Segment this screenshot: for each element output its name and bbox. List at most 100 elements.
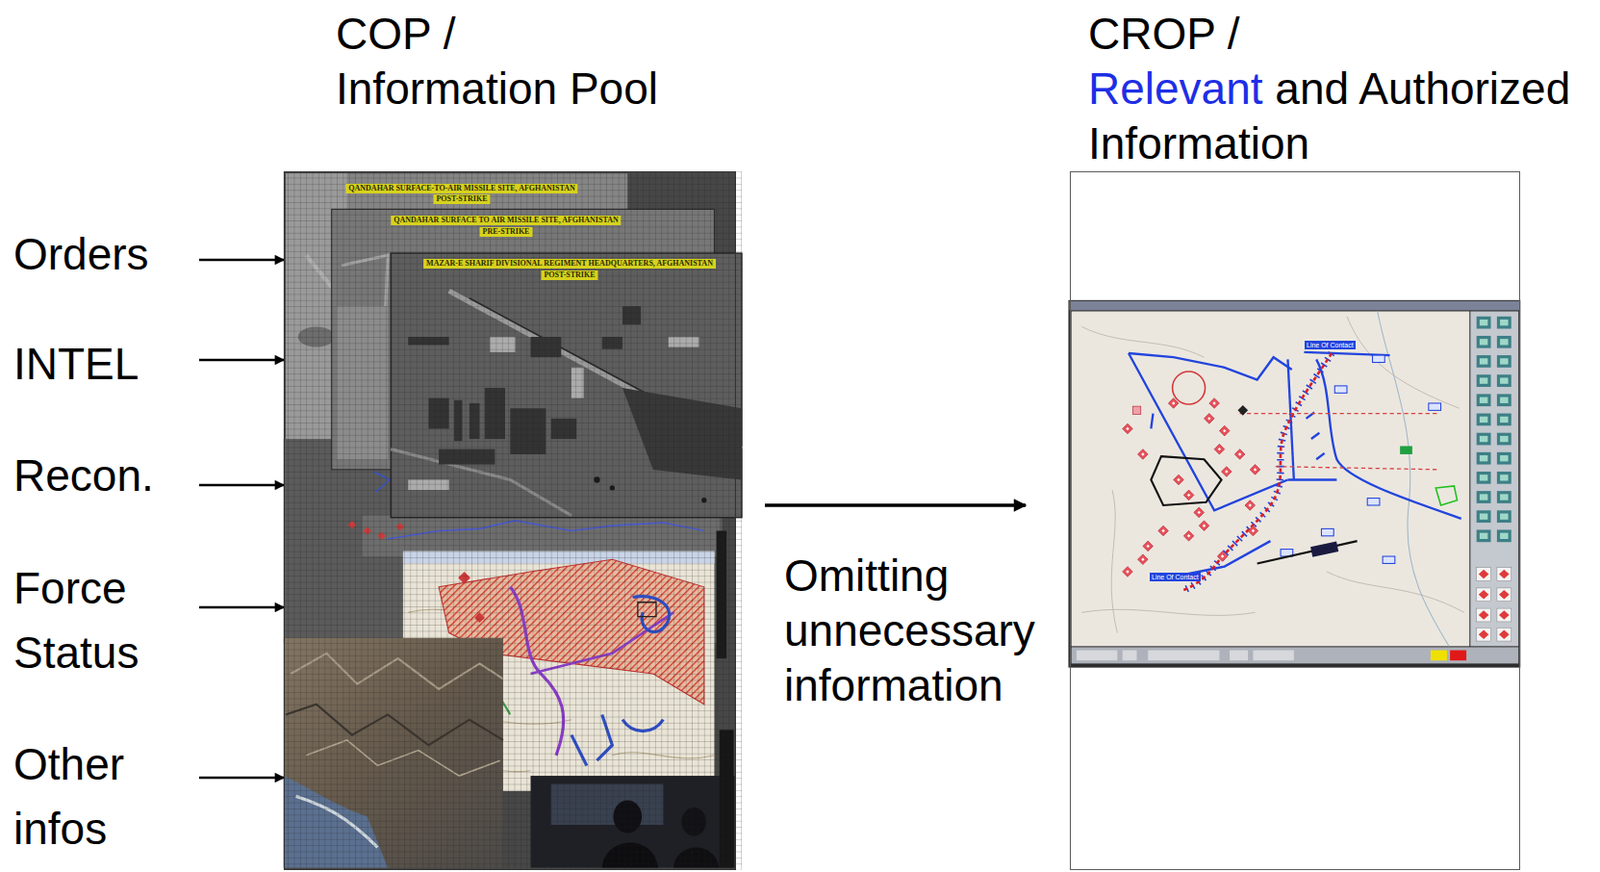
information-pool-collage (305, 739, 501, 776)
label-holder: Line Of Contact (1304, 340, 1356, 350)
map-display-screenshot (1367, 498, 1380, 506)
map-display-screenshot (1497, 587, 1512, 602)
map-display-screenshot (1303, 352, 1390, 356)
information-pool-collage (509, 407, 546, 455)
information-pool-collage (673, 846, 720, 867)
map-display-screenshot (1476, 316, 1492, 330)
information-pool-collage (362, 515, 720, 557)
information-pool-collage (469, 403, 481, 439)
information-pool-collage (341, 254, 388, 306)
map-display-screenshot (1067, 300, 1521, 668)
map-display-screenshot (1244, 500, 1256, 511)
map-display-screenshot (1249, 464, 1261, 476)
map-display-screenshot (1128, 352, 1462, 577)
map-display-screenshot (1287, 478, 1337, 481)
map-display-screenshot (1476, 452, 1492, 465)
information-pool-collage (285, 704, 504, 745)
map-display-screenshot (1497, 432, 1512, 446)
information-pool-collage (428, 653, 510, 715)
information-pool-collage (449, 290, 742, 449)
information-pool-collage (283, 171, 742, 869)
source-label: INTEL (13, 331, 195, 397)
information-pool-collage (407, 479, 449, 490)
information-pool-collage (531, 611, 674, 674)
information-pool-collage (298, 326, 335, 347)
map-display-screenshot (1497, 627, 1512, 641)
information-pool-collage (438, 449, 495, 465)
map-display-screenshot (1168, 398, 1179, 409)
map-display-screenshot (1172, 371, 1206, 405)
map-display-screenshot (1122, 650, 1138, 661)
map-display-screenshot (1240, 413, 1440, 470)
heading-word: Relevant (1088, 63, 1264, 114)
information-pool-collage (290, 653, 504, 689)
source-label: Force Status (13, 556, 195, 686)
map-display-screenshot (1234, 449, 1245, 460)
information-pool-collage (602, 336, 623, 350)
map-display-screenshot (1449, 650, 1467, 661)
information-pool-collage (390, 449, 572, 516)
map-display-screenshot (1476, 567, 1492, 582)
map-display-screenshot (1257, 540, 1358, 563)
map-display-screenshot (1476, 374, 1492, 387)
map-display-screenshot (1147, 650, 1220, 661)
information-pool-collage (336, 305, 388, 459)
map-display-screenshot (1334, 385, 1347, 393)
map-display-screenshot (1497, 567, 1512, 582)
map-display-screenshot (1476, 608, 1492, 622)
map-display-screenshot (1132, 406, 1141, 414)
map-display-screenshot (1128, 353, 1293, 381)
map-display-screenshot (1428, 403, 1442, 410)
information-pool-collage (283, 637, 504, 868)
information-pool-box: COP / Information PoolQANDAHAR SURFACE-T… (283, 171, 737, 870)
map-display-screenshot (1150, 413, 1153, 430)
map-display-screenshot (1122, 423, 1134, 434)
information-pool-collage (348, 520, 405, 540)
box-heading: COP / Information Pool (335, 6, 673, 117)
map-display-screenshot (1076, 650, 1118, 661)
information-pool-collage (484, 387, 506, 439)
information-pool-collage (602, 842, 659, 868)
information-pool-collage (285, 173, 348, 439)
map-display-screenshot (1476, 529, 1492, 542)
flow-arrow (764, 503, 1026, 507)
map-display-screenshot (1476, 432, 1492, 446)
map-display-screenshot (1183, 353, 1332, 590)
map-display-screenshot (1399, 445, 1413, 454)
information-pool-collage (403, 551, 714, 564)
map-display-screenshot (1497, 393, 1512, 407)
information-pool-collage (593, 476, 600, 483)
image-caption: POST-STRIKE (540, 270, 598, 280)
heading-word: Information (1088, 118, 1310, 169)
map-display-screenshot (1316, 358, 1462, 518)
information-pool-collage (571, 713, 663, 765)
label-holder: PRE-STRIKE (480, 227, 534, 237)
heading-holder: CROP / Relevant and Authorized Informati… (1088, 6, 1594, 172)
information-pool-collage (622, 387, 742, 480)
map-display-screenshot (1430, 650, 1448, 661)
flow-arrow (199, 483, 284, 487)
map-display-screenshot (1183, 353, 1332, 590)
information-pool-collage (407, 336, 449, 345)
map-display-screenshot (1476, 393, 1492, 407)
map-display-screenshot (1320, 528, 1334, 535)
map-display-screenshot (1497, 608, 1512, 622)
information-pool-collage (283, 438, 723, 643)
label-holder: QANDAHAR SURFACE-TO-AIR MISSILE SITE, AF… (345, 183, 578, 194)
map-display-screenshot (1476, 509, 1492, 523)
information-pool-collage (668, 336, 700, 348)
heading-word: and (1274, 63, 1349, 114)
information-pool-collage (331, 208, 715, 469)
source-label: Other infos (13, 732, 195, 862)
map-display-screenshot (1497, 452, 1512, 465)
heading-word: Information (335, 63, 558, 114)
map-display-screenshot (1476, 413, 1492, 427)
map-display-screenshot (1280, 355, 1442, 563)
flow-arrow (199, 776, 284, 780)
heading-word: COP (335, 8, 432, 59)
map-display-screenshot (1150, 456, 1221, 506)
source-label: Orders (13, 222, 195, 287)
map-display-screenshot (1173, 474, 1185, 485)
